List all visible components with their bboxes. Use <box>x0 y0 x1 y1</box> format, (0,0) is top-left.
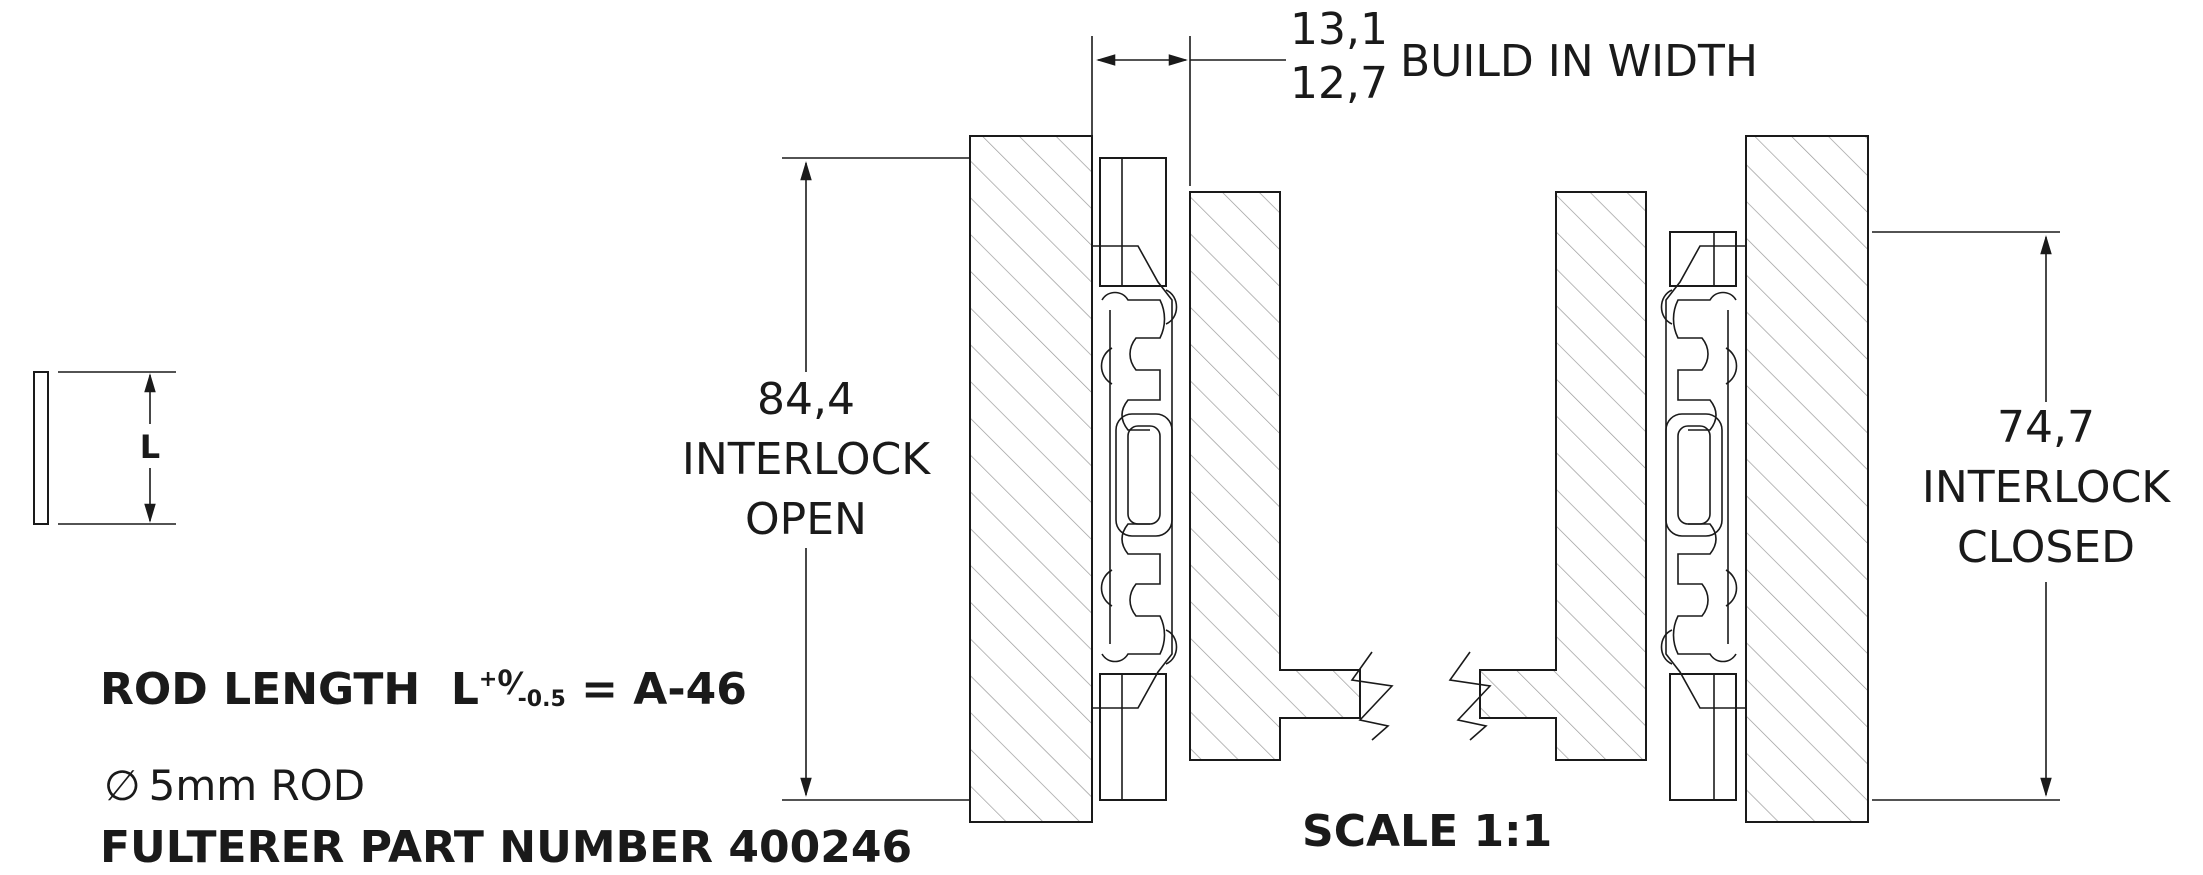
rod-length-formula: ROD LENGTH L+0⁄-0.5 = A-46 <box>100 664 747 715</box>
tolerance-minus: -0.5 <box>518 687 566 712</box>
interlock-open-dimension: 84,4 INTERLOCK OPEN <box>682 157 1092 801</box>
right-cabinet-wall <box>1745 135 1869 823</box>
build-width-label: BUILD IN WIDTH <box>1400 36 1758 87</box>
build-width-lower: 12,7 <box>1290 58 1388 109</box>
open-line1: INTERLOCK <box>682 434 931 485</box>
right-drawer-profile <box>1479 191 1647 761</box>
diameter-symbol: ∅ <box>104 761 141 810</box>
rod-figure: L <box>33 371 176 525</box>
formula-result: = A-46 <box>566 664 747 715</box>
closed-line1: INTERLOCK <box>1922 462 2171 513</box>
left-cabinet-wall <box>969 135 1093 823</box>
open-value: 84,4 <box>757 374 855 425</box>
open-line2: OPEN <box>745 494 867 545</box>
right-slide-rail <box>1660 231 1746 801</box>
part-number: FULTERER PART NUMBER 400246 <box>100 822 912 873</box>
closed-value: 74,7 <box>1997 402 2095 453</box>
scale-label: SCALE 1:1 <box>1302 806 1552 857</box>
break-symbol-right <box>1448 651 1492 741</box>
rod-diameter: ∅5mm ROD <box>104 761 365 810</box>
rod-shape <box>33 371 49 525</box>
left-drawer-profile <box>1189 191 1361 761</box>
build-width-dimension: 13,1 12,7 BUILD IN WIDTH <box>1091 4 1758 186</box>
closed-line2: CLOSED <box>1957 522 2135 573</box>
break-symbol-left <box>1350 651 1394 741</box>
build-width-upper: 13,1 <box>1290 4 1388 55</box>
left-slide-rail <box>1092 157 1178 801</box>
tolerance-plus: +0 <box>479 667 513 692</box>
rod-length-symbol: L <box>140 428 160 466</box>
interlock-closed-dimension: 74,7 INTERLOCK CLOSED <box>1872 231 2171 801</box>
